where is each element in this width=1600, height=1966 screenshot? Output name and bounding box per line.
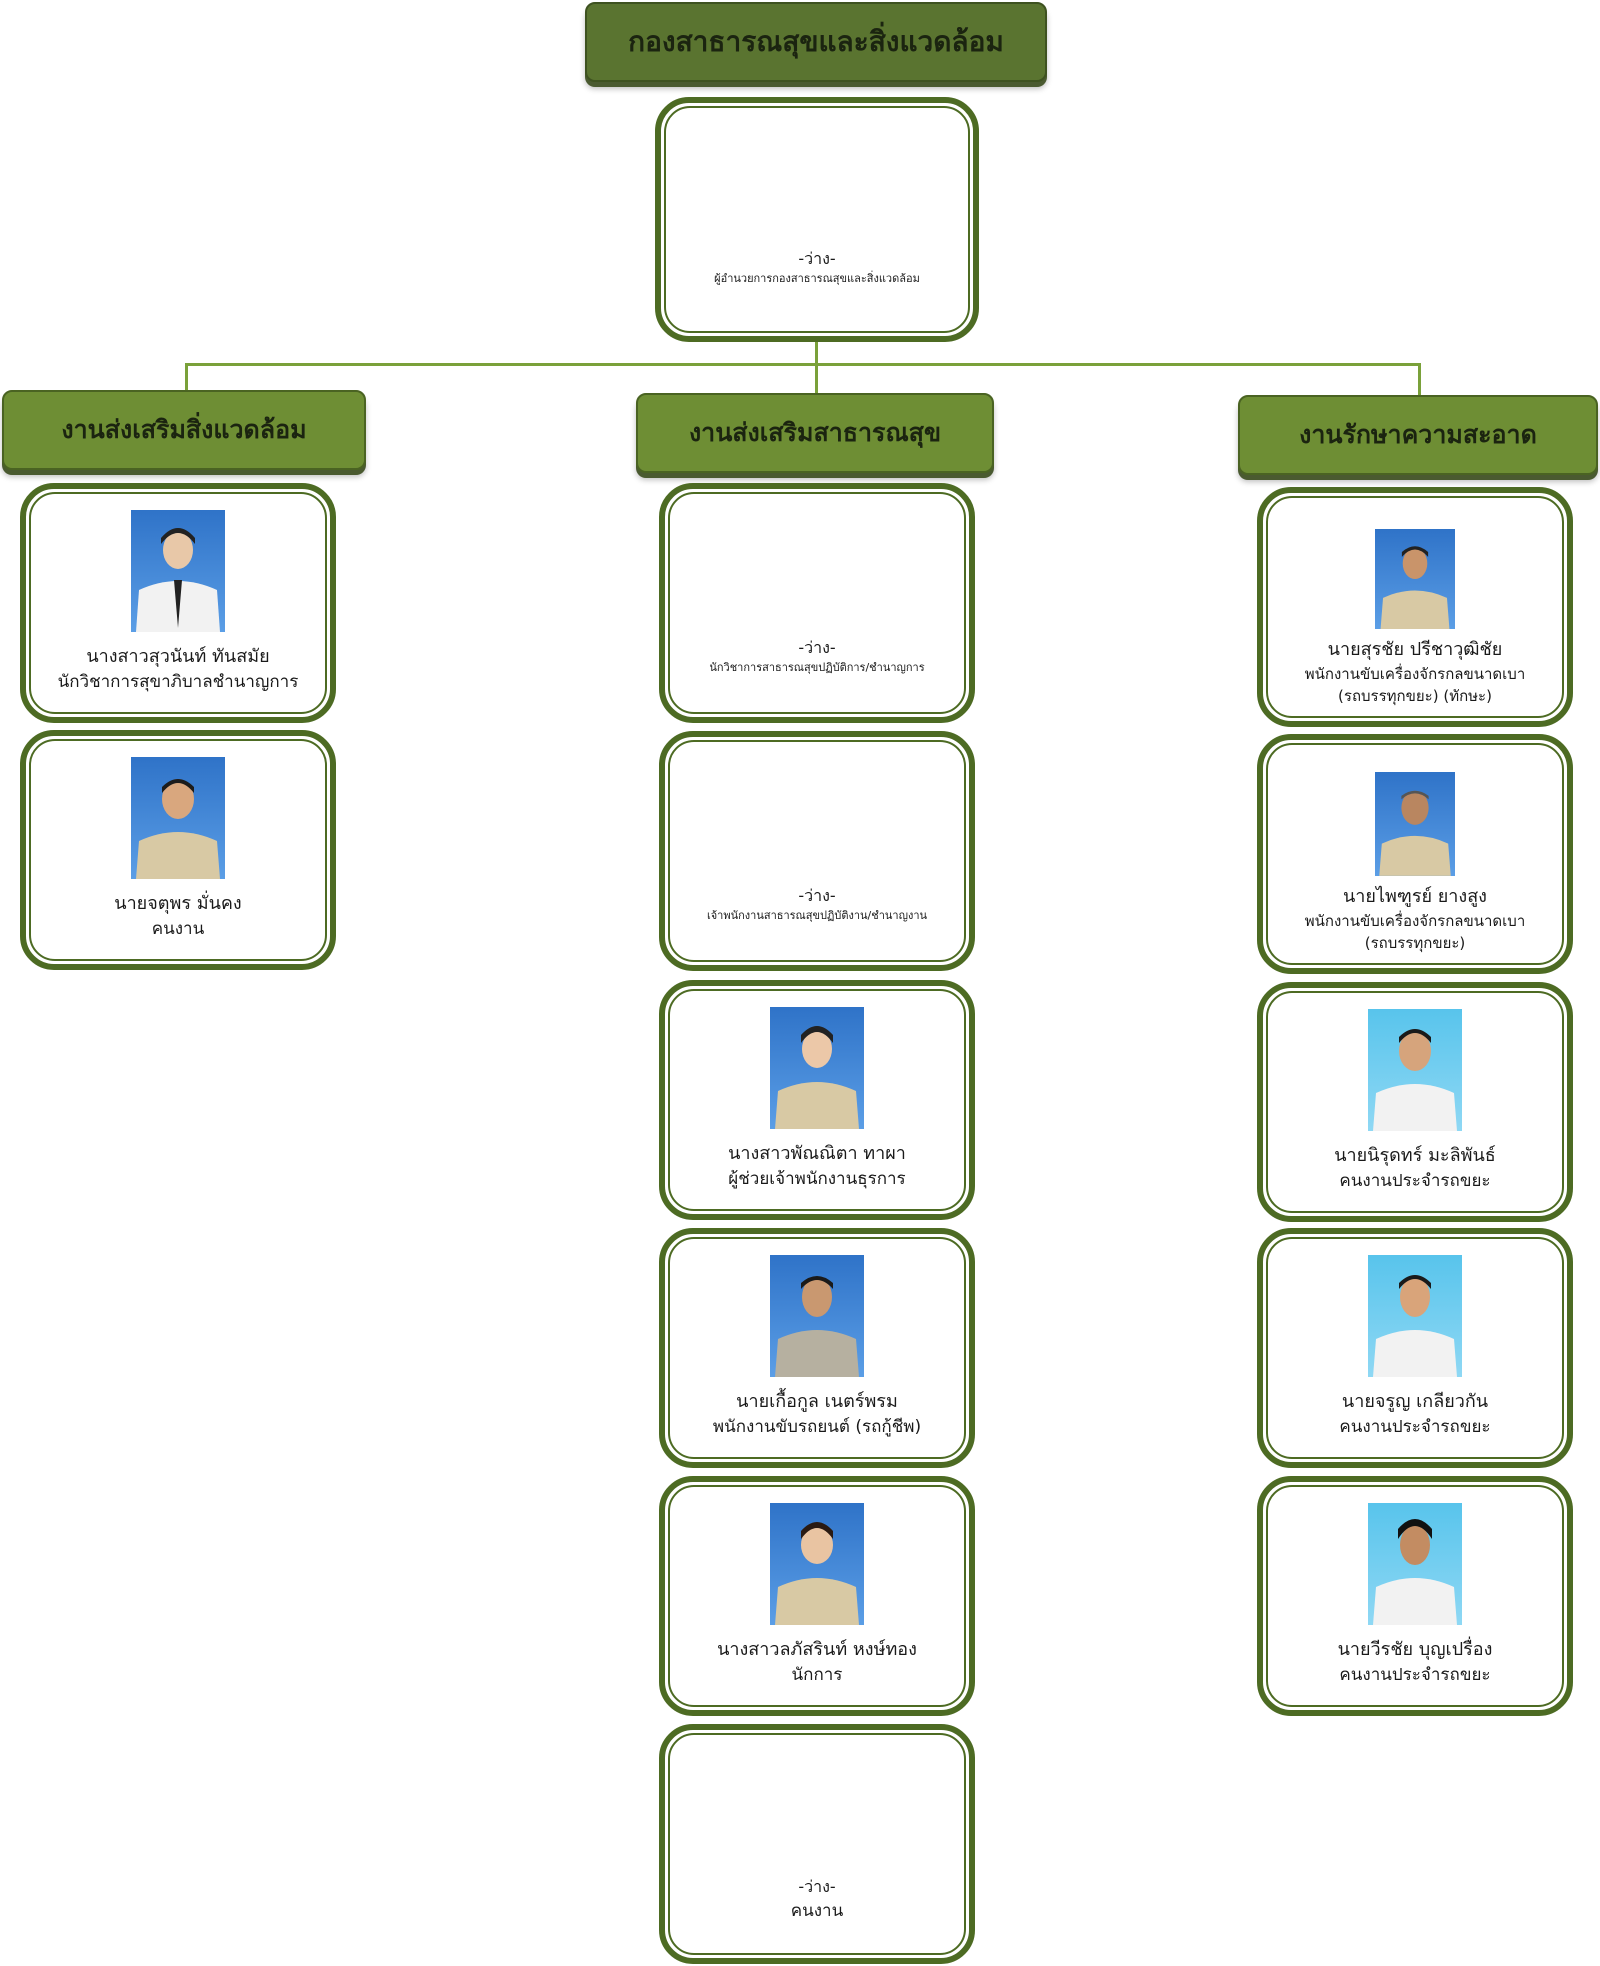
member-name: นางสาวสุวนันท์ ทันสมัย <box>86 646 270 667</box>
member-role-detail: (รถบรรทุกขยะ) <box>1364 934 1466 952</box>
member-photo <box>770 1503 864 1625</box>
member-role: คนงาน <box>151 919 205 939</box>
member-role: คนงานประจำรถขยะ <box>1339 1665 1491 1685</box>
member-card: นายนิรุดทร์ มะลิพันธ์ คนงานประจำรถขยะ <box>1257 982 1573 1222</box>
member-role: พนักงานขับรถยนต์ (รถกู้ชีพ) <box>712 1417 922 1437</box>
connector-left-down <box>185 363 188 391</box>
member-role: นักวิชาการสุขาภิบาลชำนาญการ <box>57 672 299 692</box>
member-role: คนงานประจำรถขยะ <box>1339 1171 1491 1191</box>
member-photo <box>131 757 225 879</box>
member-name: นายจตุพร มั่นคง <box>114 893 242 914</box>
member-name: นายไพฑูรย์ ยางสูง <box>1343 886 1487 907</box>
member-name: -ว่าง- <box>798 886 836 905</box>
member-name: -ว่าง- <box>798 638 836 657</box>
member-photo <box>1368 1255 1462 1377</box>
section-header-public-health: งานส่งเสริมสาธารณสุข <box>636 393 994 473</box>
member-role: พนักงานขับเครื่องจักรกลขนาดเบา <box>1304 665 1526 683</box>
member-card: นางสาวสุวนันท์ ทันสมัย นักวิชาการสุขาภิบ… <box>20 483 336 723</box>
member-card: นายเกื้อกูล เนตร์พรม พนักงานขับรถยนต์ (ร… <box>659 1228 975 1468</box>
member-photo <box>770 1255 864 1377</box>
member-role-detail: (รถบรรทุกขยะ) (ทักษะ) <box>1338 687 1492 705</box>
director-name: -ว่าง- <box>798 249 836 268</box>
member-card: นางสาวพัณณิตา ทาผา ผู้ช่วยเจ้าพนักงานธุร… <box>659 980 975 1220</box>
member-role: คนงาน <box>790 1901 844 1921</box>
member-photo <box>770 1007 864 1129</box>
member-card: นายจตุพร มั่นคง คนงาน <box>20 730 336 970</box>
member-name: -ว่าง- <box>798 1877 836 1896</box>
member-photo <box>1368 1009 1462 1131</box>
member-role: คนงานประจำรถขยะ <box>1339 1417 1491 1437</box>
member-card-vacant: -ว่าง- เจ้าพนักงานสาธารณสุขปฏิบัติงาน/ชำ… <box>659 731 975 971</box>
director-card: -ว่าง- ผู้อำนวยการกองสาธารณสุขและสิ่งแวด… <box>655 97 979 342</box>
member-name: นางสาวพัณณิตา ทาผา <box>728 1143 906 1164</box>
connector-center-down <box>815 363 818 395</box>
page-title: กองสาธารณสุขและสิ่งแวดล้อม <box>585 2 1047 82</box>
member-card-vacant: -ว่าง- คนงาน <box>659 1724 975 1964</box>
member-role: ผู้ช่วยเจ้าพนักงานธุรการ <box>728 1169 906 1189</box>
section-header-cleaning: งานรักษาความสะอาด <box>1238 395 1598 475</box>
director-role: ผู้อำนวยการกองสาธารณสุขและสิ่งแวดล้อม <box>714 272 920 285</box>
member-photo <box>1375 529 1455 629</box>
member-card: นางสาวลภัสรินท์ หงษ์ทอง นักการ <box>659 1476 975 1716</box>
member-role: นักวิชาการสาธารณสุขปฏิบัติการ/ชำนาญการ <box>709 661 925 674</box>
member-role: นักการ <box>791 1665 843 1685</box>
member-card: นายจรูญ เกลียวกัน คนงานประจำรถขยะ <box>1257 1228 1573 1468</box>
connector-horizontal <box>185 363 1421 366</box>
member-photo <box>1375 772 1455 876</box>
member-name: นายสุรชัย ปรีชาวุฒิชัย <box>1327 639 1503 660</box>
member-card: นายสุรชัย ปรีชาวุฒิชัย พนักงานขับเครื่อง… <box>1257 487 1573 727</box>
member-name: นายวีรชัย บุญเปรื่อง <box>1337 1639 1493 1660</box>
member-card: นายวีรชัย บุญเปรื่อง คนงานประจำรถขยะ <box>1257 1476 1573 1716</box>
connector-right-down <box>1418 363 1421 397</box>
member-card-vacant: -ว่าง- นักวิชาการสาธารณสุขปฏิบัติการ/ชำน… <box>659 483 975 723</box>
member-role: พนักงานขับเครื่องจักรกลขนาดเบา <box>1304 912 1526 930</box>
member-card: นายไพฑูรย์ ยางสูง พนักงานขับเครื่องจักรก… <box>1257 734 1573 974</box>
member-photo <box>1368 1503 1462 1625</box>
member-name: นางสาวลภัสรินท์ หงษ์ทอง <box>717 1639 917 1660</box>
member-name: นายเกื้อกูล เนตร์พรม <box>736 1391 898 1412</box>
section-header-environment: งานส่งเสริมสิ่งแวดล้อม <box>2 390 366 470</box>
member-name: นายจรูญ เกลียวกัน <box>1341 1391 1489 1412</box>
connector-director-down <box>815 335 818 365</box>
member-role: เจ้าพนักงานสาธารณสุขปฏิบัติงาน/ชำนาญงาน <box>706 909 928 922</box>
member-photo <box>131 510 225 632</box>
member-name: นายนิรุดทร์ มะลิพันธ์ <box>1334 1145 1496 1166</box>
